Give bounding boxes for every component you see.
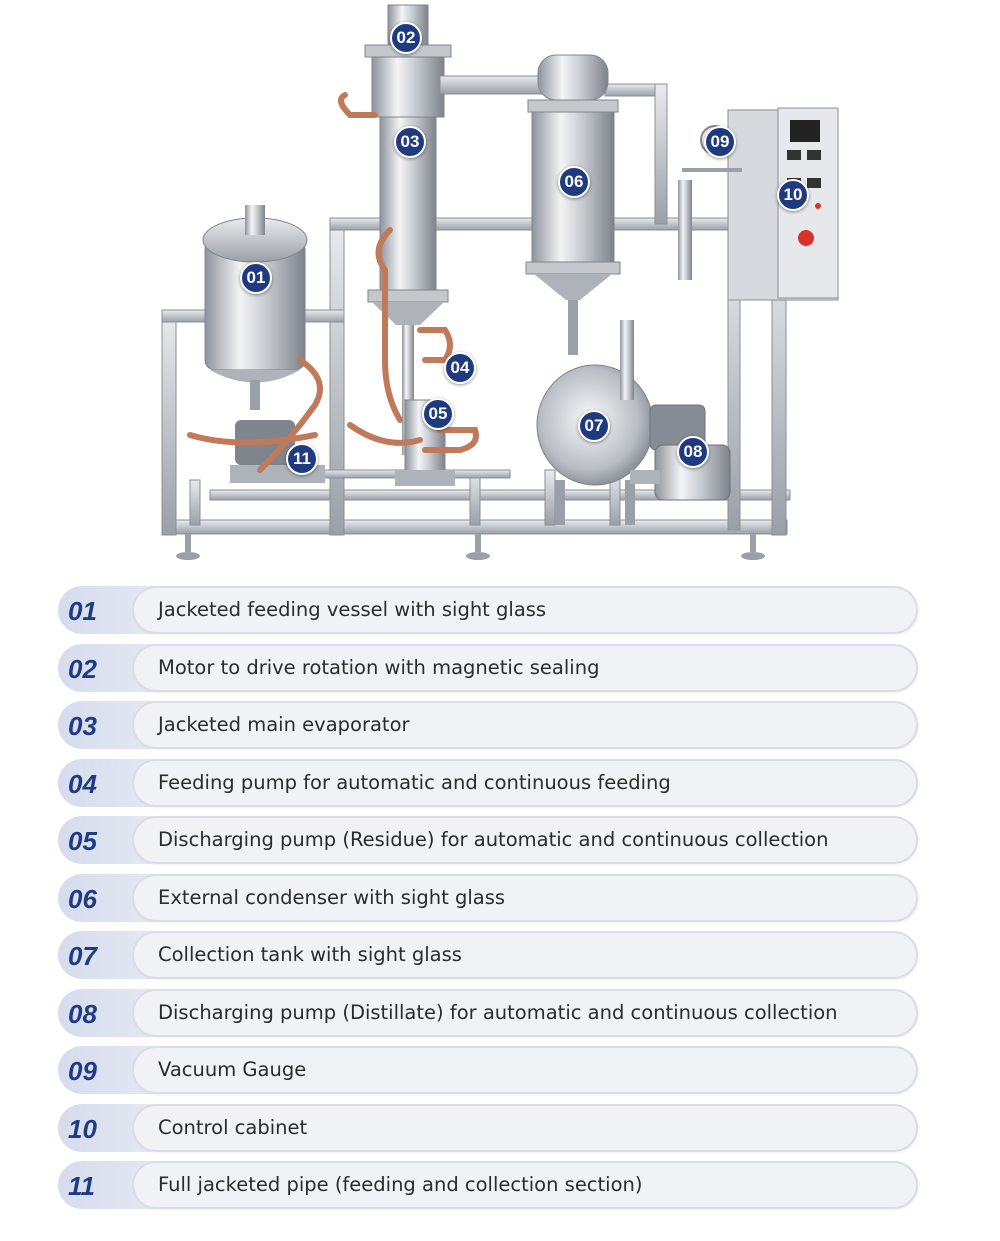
row-number: 10 (68, 1113, 97, 1144)
callout-marker-09: 09 (704, 126, 736, 158)
row-number: 08 (68, 998, 97, 1029)
row-number: 04 (68, 768, 97, 799)
callout-marker-05: 05 (422, 398, 454, 430)
parts-legend: 01 Jacketed feeding vessel with sight gl… (58, 586, 918, 1219)
row-label: External condenser with sight glass (158, 885, 506, 909)
legend-row: 02 Motor to drive rotation with magnetic… (58, 643, 918, 692)
legend-row: 06 External condenser with sight glass (58, 873, 918, 922)
legend-row: 10 Control cabinet (58, 1103, 918, 1152)
legend-row: 03 Jacketed main evaporator (58, 701, 918, 749)
callout-marker-08: 08 (677, 436, 709, 468)
callout-marker-06: 06 (558, 166, 590, 198)
row-label: Control cabinet (158, 1115, 308, 1139)
row-number: 06 (68, 883, 97, 914)
row-number: 09 (68, 1056, 97, 1086)
callout-marker-10: 10 (777, 179, 809, 211)
legend-row: 04 Feeding pump for automatic and contin… (58, 758, 918, 807)
row-bar (132, 758, 918, 807)
callout-marker-04: 04 (444, 352, 476, 384)
legend-row: 01 Jacketed feeding vessel with sight gl… (58, 586, 918, 634)
legend-row: 11 Full jacketed pipe (feeding and colle… (58, 1161, 918, 1209)
legend-row: 08 Discharging pump (Distillate) for aut… (58, 988, 918, 1037)
evaporator-illustration: 01 02 03 04 05 06 07 08 09 10 11 (150, 0, 850, 575)
row-bar (132, 1103, 918, 1152)
row-label: Feeding pump for automatic and continuou… (158, 770, 671, 794)
leveling-feet (176, 534, 765, 560)
row-bar (132, 643, 918, 692)
row-bar (132, 586, 918, 634)
callout-marker-03: 03 (394, 126, 426, 158)
feeding-vessel (202, 205, 308, 410)
row-number: 03 (68, 711, 97, 741)
row-label: Discharging pump (Residue) for automatic… (158, 828, 829, 851)
callout-marker-07: 07 (578, 410, 610, 442)
distillate-pump (630, 404, 731, 501)
row-bar (132, 701, 918, 749)
row-label: Full jacketed pipe (feeding and collecti… (158, 1173, 643, 1196)
row-bar (132, 816, 918, 864)
row-label: Discharging pump (Distillate) for automa… (158, 1000, 838, 1024)
row-number: 01 (68, 596, 97, 626)
callout-marker-11: 11 (286, 443, 318, 475)
control-cabinet (727, 107, 839, 301)
callout-marker-01: 01 (240, 262, 272, 294)
legend-row: 07 Collection tank with sight glass (58, 931, 918, 979)
row-bar (132, 1046, 918, 1094)
row-bar (132, 1161, 918, 1209)
row-label: Collection tank with sight glass (158, 943, 462, 966)
row-number: 05 (68, 826, 97, 856)
row-label: Motor to drive rotation with magnetic se… (158, 655, 600, 679)
vapor-pipe (439, 75, 668, 225)
callout-marker-02: 02 (390, 22, 422, 54)
row-bar (132, 873, 918, 922)
legend-row: 05 Discharging pump (Residue) for automa… (58, 816, 918, 864)
legend-row: 09 Vacuum Gauge (58, 1046, 918, 1094)
external-condenser (525, 54, 621, 355)
row-bar (132, 988, 918, 1037)
row-bar (132, 931, 918, 979)
row-label: Vacuum Gauge (158, 1058, 307, 1081)
row-label: Jacketed feeding vessel with sight glass (158, 598, 547, 621)
row-number: 07 (68, 941, 97, 971)
row-number: 11 (68, 1171, 95, 1201)
row-label: Jacketed main evaporator (158, 713, 410, 736)
row-number: 02 (68, 653, 97, 684)
